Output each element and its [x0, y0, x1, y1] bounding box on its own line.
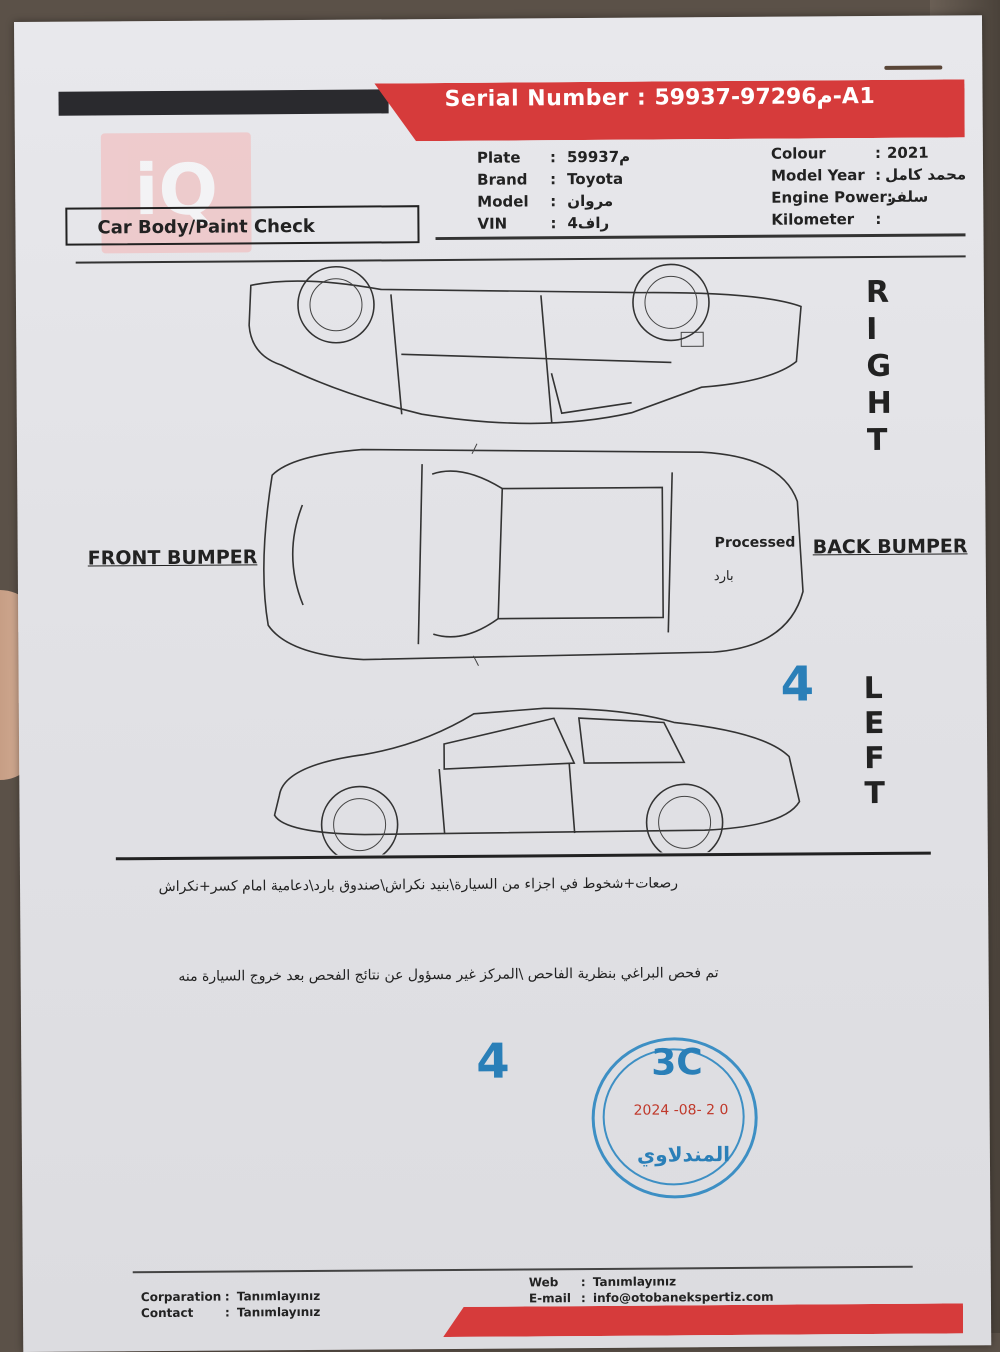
- brand-value: Toyota: [567, 169, 624, 189]
- letter: I: [866, 311, 878, 348]
- plate-value: م59937: [566, 147, 631, 167]
- damage-note: رصعات+شخوط في اجزاء من السيارة\بنيد نكرا…: [158, 875, 679, 896]
- left-mark: 4: [780, 656, 815, 713]
- vehicle-labels-left: Plate Brand Model VIN: [477, 146, 529, 234]
- stamp-code: 3C: [651, 1042, 703, 1084]
- letter: G: [866, 348, 892, 385]
- model-label: Model: [477, 192, 529, 211]
- sep: :: [874, 143, 881, 162]
- sep: :: [580, 1275, 586, 1290]
- vehicle-seps-left: : : : :: [550, 146, 557, 234]
- footer-labels-left: Corparation Contact: [141, 1289, 222, 1322]
- sep: :: [224, 1289, 230, 1304]
- vehicle-seps-right: : : :: [875, 142, 882, 230]
- right-side-label: R I G H T: [866, 274, 892, 459]
- corporation-label: Corparation: [140, 1289, 222, 1305]
- page-title: Car Body/Paint Check: [97, 215, 315, 239]
- front-bumper-label: FRONT BUMPER: [87, 546, 258, 570]
- car-left-view-icon: [273, 707, 801, 856]
- sep: :: [224, 1305, 230, 1320]
- engine-value: محمد كامل: [885, 165, 967, 184]
- contact-value: Tanımlayınız: [236, 1304, 321, 1320]
- vin-value: راف4: [567, 213, 610, 233]
- vin-label: VIN: [477, 214, 508, 233]
- serial-label: Serial Number :: [444, 85, 647, 112]
- email-label: E-mail: [528, 1291, 571, 1306]
- sep: :: [875, 165, 882, 184]
- processed-note: Processed: [714, 534, 796, 552]
- km-value: سلفر: [887, 187, 929, 206]
- contact-label: Contact: [140, 1305, 194, 1321]
- sep: :: [549, 148, 557, 167]
- inspection-sheet: Serial Number : م97296-59937-A1 iQ Car B…: [14, 15, 992, 1352]
- footer-red-bar: [443, 1303, 963, 1337]
- letter: H: [866, 385, 892, 422]
- processed-note-ar: بارد: [713, 568, 734, 585]
- vehicle-values-left: م59937 Toyota مروان راف4: [567, 146, 631, 234]
- letter: T: [864, 775, 885, 812]
- letter: E: [863, 705, 885, 742]
- model-value: مروان: [567, 191, 614, 211]
- letter: F: [864, 740, 885, 777]
- car-right-view-icon: [248, 263, 802, 425]
- web-value[interactable]: Tanımlayınız: [592, 1274, 677, 1289]
- web-label: Web: [528, 1275, 559, 1290]
- divider-bottom: [132, 1265, 913, 1274]
- sep: :: [550, 214, 557, 233]
- disclaimer-note: تم فحص البراغي بنظرية الفاحص \المركز غير…: [178, 965, 719, 985]
- letter: R: [865, 274, 890, 311]
- car-diagram: [248, 263, 804, 856]
- footer-values-left: Tanımlayınız Tanımlayınız: [237, 1288, 321, 1321]
- stamp-mark: 4: [476, 1033, 510, 1090]
- letter: T: [866, 422, 888, 459]
- vehicle-values-right: 2021 محمد كامل سلفر: [885, 141, 967, 208]
- sep: :: [875, 209, 882, 228]
- stamp-date: 2024 -08- 2 0: [633, 1102, 729, 1119]
- back-bumper-label: BACK BUMPER: [812, 535, 968, 559]
- serial-number: Serial Number : م97296-59937-A1: [444, 84, 875, 112]
- car-top-view-icon: [263, 443, 804, 666]
- corporation-value: Tanımlayınız: [236, 1288, 321, 1304]
- sep: :: [550, 192, 557, 211]
- model-year-value: 2021: [886, 143, 929, 162]
- email-value[interactable]: info@otobanekspertiz.com: [592, 1289, 774, 1305]
- header-dark-bar: [58, 89, 389, 116]
- stamp-name: المندلاوي: [636, 1142, 731, 1167]
- sep: :: [550, 170, 557, 189]
- footer-labels-right: Web E-mail: [529, 1274, 571, 1306]
- sep: :: [580, 1291, 586, 1306]
- footer-seps-right: : :: [581, 1274, 586, 1306]
- footer-seps-left: : :: [225, 1289, 230, 1321]
- left-side-label: L E F T: [864, 671, 885, 811]
- brand-label: Brand: [477, 170, 528, 189]
- footer-values-right: Tanımlayınız info@otobanekspertiz.com: [593, 1273, 774, 1306]
- corner-mark: [884, 65, 943, 70]
- divider-top: [75, 255, 966, 264]
- serial-value: م97296-59937-A1: [654, 83, 876, 111]
- letter: L: [863, 670, 883, 707]
- plate-label: Plate: [476, 148, 521, 167]
